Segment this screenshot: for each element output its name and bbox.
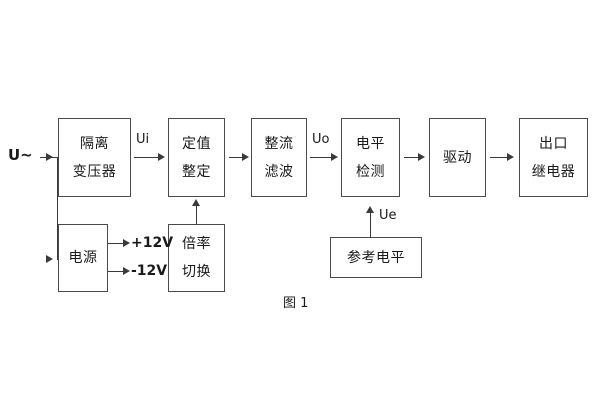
- figure-caption: 图 1: [283, 296, 309, 311]
- block-output-relay[interactable]: 出口 继电器: [519, 118, 588, 197]
- block-drive[interactable]: 驱动: [429, 118, 486, 197]
- rail-line-negative: [108, 271, 124, 272]
- block-line: 参考电平: [347, 249, 405, 266]
- arrow-into-power: [46, 255, 53, 263]
- block-power-supply[interactable]: 电源: [58, 224, 108, 292]
- arrow-setting-from-multiplier: [192, 199, 200, 206]
- link-rectify-level: [310, 157, 332, 158]
- rail-label-negative: -12V: [131, 263, 168, 279]
- arrow-drive: [418, 153, 425, 161]
- block-line: 电平: [356, 135, 385, 152]
- block-line: 定值: [182, 135, 211, 152]
- source-label-u: U~: [8, 146, 33, 164]
- arrow-level-detection: [331, 153, 338, 161]
- block-line: 整定: [182, 163, 211, 180]
- arrow-setting-value: [158, 153, 165, 161]
- arrow-rail-positive: [123, 239, 130, 247]
- block-line: 滤波: [264, 163, 294, 180]
- rail-label-positive: +12V: [131, 235, 174, 251]
- link-reference-level-detection: [370, 213, 371, 238]
- block-line: 出口: [539, 135, 568, 152]
- link-transformer-setting: [134, 157, 159, 158]
- block-reference-level[interactable]: 参考电平: [330, 237, 422, 278]
- arrow-rail-negative: [123, 267, 130, 275]
- block-line: 检测: [356, 163, 385, 180]
- block-isolation-transformer[interactable]: 隔离 变压器: [58, 118, 131, 197]
- arrow-level-from-reference: [366, 206, 374, 213]
- arrow-into-transformer: [46, 153, 53, 161]
- signal-label-uo: Uo: [312, 132, 330, 147]
- link-multiplier-setting: [196, 206, 197, 225]
- source-branch-vertical: [57, 157, 58, 259]
- block-line: 切换: [182, 264, 211, 280]
- signal-label-ue: Ue: [379, 208, 397, 223]
- block-line: 变压器: [72, 163, 117, 180]
- link-setting-rectify: [229, 157, 243, 158]
- block-line: 倍率: [182, 236, 211, 252]
- block-line: 电源: [68, 250, 98, 266]
- link-drive-relay: [490, 157, 507, 158]
- block-rectify-filter[interactable]: 整流 滤波: [251, 118, 307, 197]
- block-multiplier-switch[interactable]: 倍率 切换: [168, 224, 225, 292]
- block-line: 继电器: [531, 163, 576, 180]
- signal-label-ui: Ui: [136, 132, 150, 147]
- arrow-output-relay: [507, 153, 514, 161]
- block-setting-value[interactable]: 定值 整定: [168, 118, 225, 197]
- block-line: 整流: [264, 135, 294, 152]
- block-line: 驱动: [443, 149, 472, 166]
- block-line: 隔离: [80, 135, 109, 152]
- rail-line-positive: [108, 243, 124, 244]
- block-level-detection[interactable]: 电平 检测: [341, 118, 400, 197]
- arrow-rectify-filter: [242, 153, 249, 161]
- link-level-drive: [404, 157, 418, 158]
